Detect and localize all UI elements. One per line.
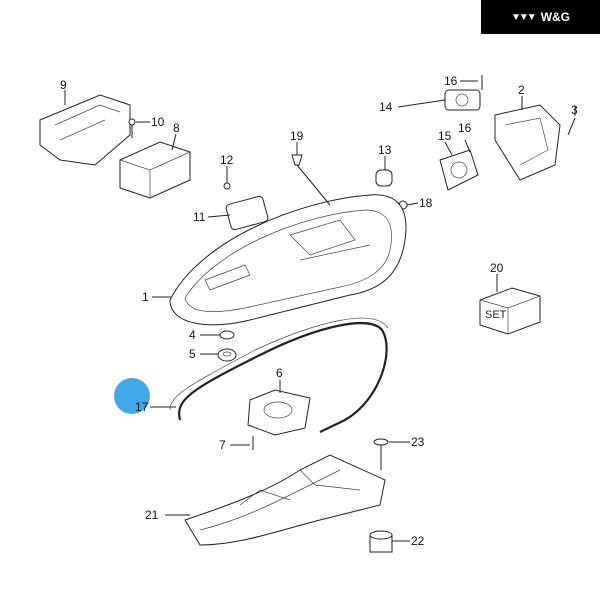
callout-16: 16 — [458, 121, 472, 135]
callout-8: 8 — [173, 121, 180, 135]
callout-6: 6 — [276, 366, 283, 380]
callout-5: 5 — [189, 347, 196, 361]
set-label: SET — [485, 309, 507, 321]
part-21-support-bracket — [184, 454, 386, 546]
part-4-washer — [219, 330, 235, 340]
part-12-screw — [223, 170, 231, 190]
callout-17: 17 — [135, 400, 149, 414]
callout-18: 18 — [419, 196, 433, 210]
callout-14: 14 — [379, 100, 393, 114]
callout-10: 10 — [151, 115, 165, 129]
part-1-headlight — [169, 194, 407, 326]
part-15-cover — [439, 149, 479, 191]
logo-text: W&G — [540, 10, 571, 24]
callout-13: 13 — [378, 143, 392, 157]
part-23-bolt — [373, 438, 389, 470]
callout-4: 4 — [189, 328, 196, 342]
part-13-bulb — [375, 169, 393, 187]
part-17-seal — [169, 317, 389, 433]
callout-9: 9 — [60, 78, 67, 92]
part-11-module — [225, 195, 269, 231]
brand-logo: ▼▼▼ W&G — [481, 0, 600, 34]
wg-triangles-icon: ▼▼▼ — [510, 11, 537, 23]
callout-15: 15 — [438, 129, 452, 143]
part-16-screw — [464, 139, 471, 153]
callout-7: 7 — [219, 438, 226, 452]
callout-2: 2 — [518, 83, 525, 97]
callout-11: 11 — [193, 210, 206, 224]
part-3-screw — [567, 117, 576, 136]
part-8-control-unit — [119, 141, 191, 199]
callout-3: 3 — [571, 103, 578, 117]
callout-20: 20 — [490, 261, 504, 275]
part-9-bracket — [39, 94, 131, 166]
part-6-module — [247, 389, 311, 436]
part-10-screw — [128, 118, 136, 138]
leader-lines — [64, 80, 576, 542]
highlight-marker[interactable] — [114, 378, 150, 414]
callout-21: 21 — [145, 508, 159, 522]
part-5-grommet — [217, 348, 237, 362]
callout-23: 23 — [411, 435, 425, 449]
part-2-housing-cap — [494, 104, 561, 181]
part-20-set: SET — [479, 287, 541, 335]
callout-16-top: 16 — [444, 74, 458, 88]
part-14-actuator — [444, 89, 481, 111]
callout-1: 1 — [142, 290, 149, 304]
part-22-mount — [369, 530, 393, 553]
callout-22: 22 — [411, 534, 425, 548]
part-19-clip — [291, 154, 303, 166]
callout-19: 19 — [290, 129, 304, 143]
callout-12: 12 — [220, 153, 234, 167]
